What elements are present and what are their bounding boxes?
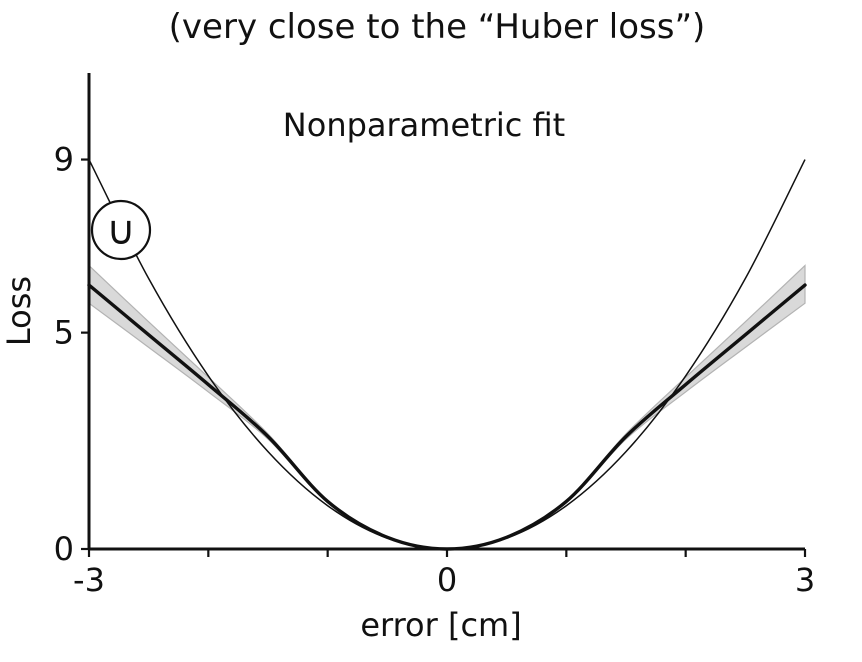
y-axis-label: Loss <box>0 276 38 346</box>
x-tick-label-0: 0 <box>437 561 457 599</box>
u-curve-marker-symbol: ∪ <box>106 208 135 254</box>
series-layer <box>87 159 807 551</box>
x-tick-label-3: 3 <box>795 561 815 599</box>
y-tick-label-0: 0 <box>54 530 74 568</box>
y-tick-label-9: 9 <box>54 141 74 179</box>
x-axis-label: error [cm] <box>360 606 521 644</box>
y-tick-label-5: 5 <box>54 314 74 352</box>
fit-confidence-band <box>88 264 806 550</box>
quadratic-loss-line <box>88 159 806 550</box>
axis-layer <box>81 73 807 557</box>
u-curve-marker: ∪ <box>90 199 152 261</box>
confidence-band-layer <box>88 264 806 550</box>
x-tick-label--3: -3 <box>73 561 105 599</box>
u-curve-marker-circle <box>90 199 152 261</box>
plot-title: Nonparametric fit <box>283 106 565 144</box>
chart-heading: (very close to the “Huber loss”) <box>169 7 706 47</box>
nonparametric-fit-line <box>87 283 807 551</box>
